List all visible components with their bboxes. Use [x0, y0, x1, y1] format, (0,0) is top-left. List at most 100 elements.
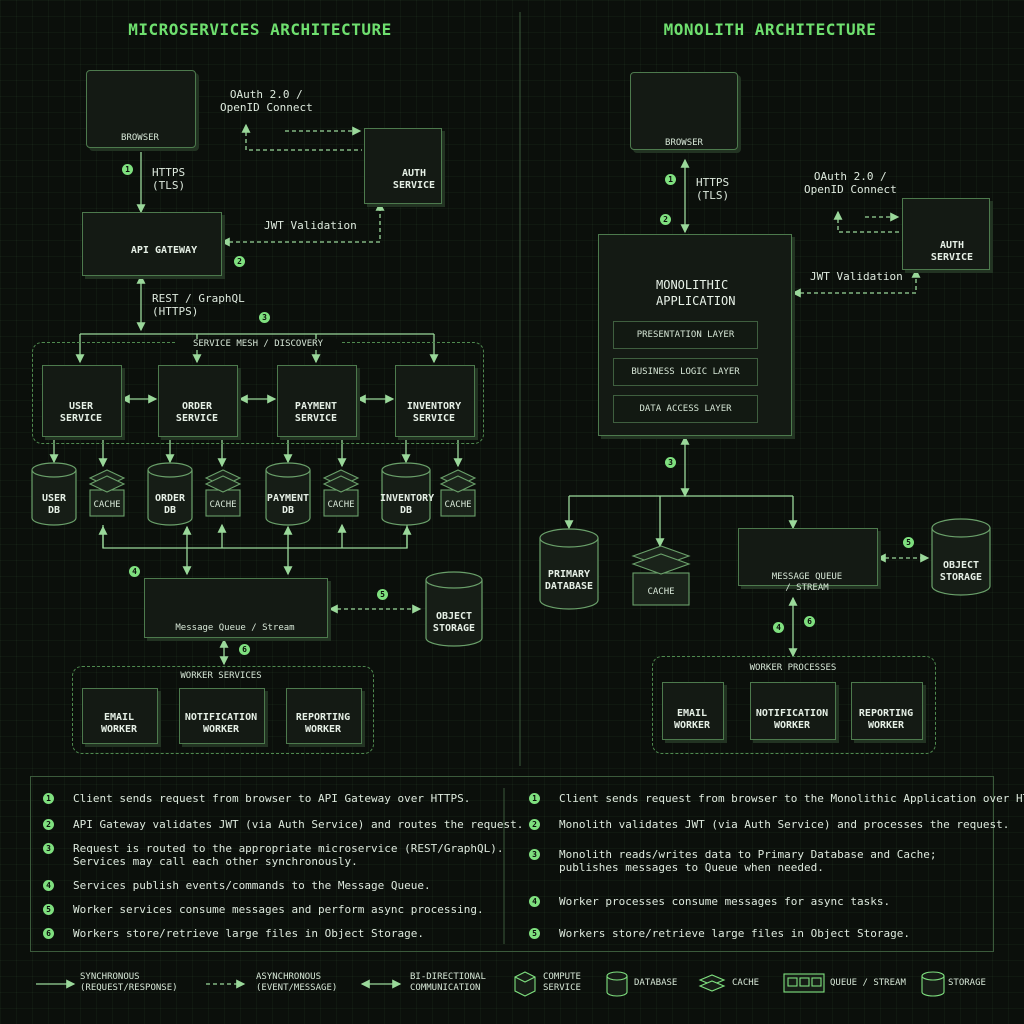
- browser-node[interactable]: [86, 70, 196, 148]
- legend-cache-label: CACHE: [732, 978, 760, 988]
- steps-panel: [30, 776, 994, 952]
- object-storage-label-right: OBJECT STORAGE: [939, 560, 983, 583]
- order-service-node[interactable]: [158, 365, 238, 437]
- email-worker-node-right[interactable]: [662, 682, 724, 740]
- oauth-label-right: OAuth 2.0 / OpenID Connect: [804, 170, 897, 196]
- object-storage-cylinder-right: [931, 518, 991, 596]
- link-jwt-gateway: [220, 201, 385, 247]
- browser-label-right: BROWSER: [665, 138, 703, 148]
- monolithic-application-label: MONOLITHIC APPLICATION: [656, 278, 736, 308]
- step-number: 4: [43, 880, 54, 891]
- step-marker-3: 3: [259, 312, 270, 323]
- notification-worker-node-right[interactable]: [750, 682, 836, 740]
- reporting-worker-node-right[interactable]: [851, 682, 923, 740]
- cache-label: CACHE: [444, 500, 472, 510]
- user-service-node[interactable]: [42, 365, 122, 437]
- cache-stack-3: [322, 469, 360, 517]
- step-number: 2: [43, 819, 54, 830]
- worker-services-label: WORKER SERVICES: [180, 671, 262, 681]
- message-queue-node-right[interactable]: [738, 528, 878, 586]
- legend-compute-icon: [514, 971, 536, 997]
- step-text: Client sends request from browser to the…: [559, 792, 1024, 805]
- step-text: Monolith validates JWT (via Auth Service…: [559, 818, 1010, 831]
- cache-stack-2: [204, 469, 242, 517]
- legend-sync-label: SYNCHRONOUS (REQUEST/RESPONSE): [80, 972, 178, 993]
- legend-compute-label: COMPUTE SERVICE: [543, 972, 581, 993]
- reporting-worker-label: REPORTING WORKER: [295, 712, 351, 735]
- step-text: API Gateway validates JWT (via Auth Serv…: [73, 818, 524, 831]
- step-number: 5: [529, 928, 540, 939]
- user-service-label: USER SERVICE: [59, 401, 103, 424]
- cache-stack-right: [631, 545, 691, 606]
- cache-stack-4: [439, 469, 477, 517]
- payment-service-label: PAYMENT SERVICE: [294, 401, 338, 424]
- cache-label: CACHE: [327, 500, 355, 510]
- primary-db-cylinder: [539, 528, 599, 610]
- notification-worker-label-right: NOTIFICATION WORKER: [755, 708, 829, 731]
- worker-processes-boundary: [652, 656, 936, 754]
- reporting-worker-node[interactable]: [286, 688, 362, 744]
- step-text: Services publish events/commands to the …: [73, 879, 431, 892]
- browser-label: BROWSER: [121, 133, 159, 143]
- step-text: Monolith reads/writes data to Primary Da…: [559, 848, 937, 874]
- legend-queue-icon: [783, 973, 825, 993]
- cache-label-right: CACHE: [647, 587, 675, 597]
- payment-service-node[interactable]: [277, 365, 357, 437]
- email-worker-node[interactable]: [82, 688, 158, 744]
- worker-processes-label: WORKER PROCESSES: [749, 663, 837, 673]
- legend-cache-icon: [698, 974, 726, 992]
- presentation-layer: PRESENTATION LAYER: [613, 321, 758, 349]
- step-number: 3: [43, 843, 54, 854]
- payment-db-label: PAYMENT DB: [266, 493, 310, 516]
- jwt-validation-label: JWT Validation: [264, 219, 357, 232]
- legend-async-label: ASYNCHRONOUS (EVENT/MESSAGE): [256, 972, 338, 993]
- auth-service-node[interactable]: [364, 128, 442, 204]
- primary-database-label: PRIMARY DATABASE: [544, 569, 594, 592]
- legend-bidir-label: BI-DIRECTIONAL COMMUNICATION: [410, 972, 486, 993]
- payment-db-cylinder: [265, 462, 311, 526]
- https-label: HTTPS (TLS): [152, 166, 186, 192]
- step-text: Worker services consume messages and per…: [73, 903, 484, 916]
- cache-stack-1: [88, 469, 126, 517]
- object-storage-label: OBJECT STORAGE: [432, 611, 476, 634]
- browser-node-right[interactable]: [630, 72, 738, 150]
- auth-service-label-right: AUTH SERVICE: [930, 240, 974, 263]
- step-number: 4: [529, 896, 540, 907]
- link-oauth-auth: [241, 123, 362, 151]
- user-db-cylinder: [31, 462, 77, 526]
- inventory-service-label: INVENTORY SERVICE: [406, 401, 462, 424]
- step-number: 1: [43, 793, 54, 804]
- legend-storage-icon: [921, 971, 945, 997]
- reporting-worker-label-right: REPORTING WORKER: [858, 708, 914, 731]
- step-marker-6-right: 6: [804, 616, 815, 627]
- monolith-title: MONOLITH ARCHITECTURE: [663, 20, 877, 39]
- order-db-cylinder: [147, 462, 193, 526]
- step-marker-6: 6: [239, 644, 250, 655]
- email-worker-label-right: EMAIL WORKER: [673, 708, 711, 731]
- microservices-title: MICROSERVICES ARCHITECTURE: [128, 20, 392, 39]
- message-queue-label-right: MESSAGE QUEUE / STREAM: [771, 572, 843, 593]
- step-marker-1-right: 1: [665, 174, 676, 185]
- inventory-db-cylinder: [381, 462, 431, 526]
- step-text: Worker processes consume messages for as…: [559, 895, 891, 908]
- api-gateway-node[interactable]: [82, 212, 222, 276]
- auth-service-node-right[interactable]: [902, 198, 990, 270]
- inventory-service-node[interactable]: [395, 365, 475, 437]
- email-worker-label: EMAIL WORKER: [100, 712, 138, 735]
- legend-database-label: DATABASE: [634, 978, 678, 988]
- order-service-label: ORDER SERVICE: [175, 401, 219, 424]
- step-marker-4: 4: [129, 566, 140, 577]
- step-marker-2-right: 2: [660, 214, 671, 225]
- business-logic-layer: BUSINESS LOGIC LAYER: [613, 358, 758, 386]
- auth-service-label: AUTH SERVICE: [392, 168, 436, 191]
- step-marker-5: 5: [377, 589, 388, 600]
- service-mesh-label: SERVICE MESH / DISCOVERY: [176, 339, 340, 350]
- notification-worker-node[interactable]: [179, 688, 265, 744]
- api-gateway-label: API GATEWAY: [130, 245, 198, 256]
- legend-queue-label: QUEUE / STREAM: [830, 978, 906, 988]
- message-queue-node[interactable]: [144, 578, 328, 638]
- cache-label: CACHE: [209, 500, 237, 510]
- step-marker-2: 2: [234, 256, 245, 267]
- rest-graphql-label: REST / GraphQL (HTTPS): [152, 292, 245, 318]
